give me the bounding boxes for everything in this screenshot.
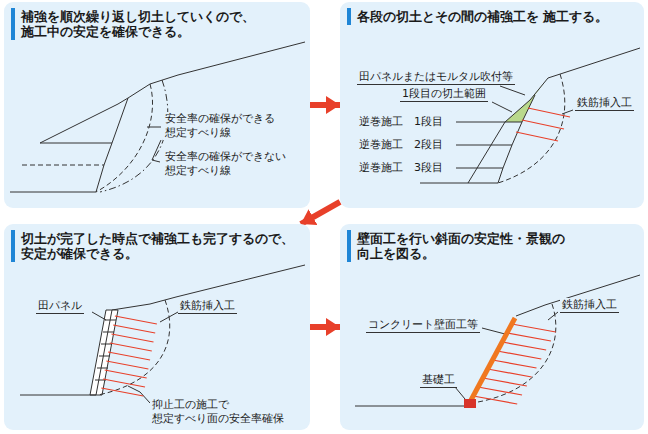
leader-line [548,312,558,320]
rebar [516,132,558,141]
leader-line [152,140,161,162]
tier-line [456,168,503,169]
rebar [111,334,153,342]
flow-arrow [310,324,340,330]
cut-face [96,98,128,192]
rebar [528,108,570,117]
rebar [502,342,546,350]
rebar [106,361,148,369]
annotation-label: 逆巻施工 2段目 [357,138,445,152]
tier-line [420,183,498,184]
ground-line [40,42,305,143]
leader-line [492,102,512,112]
tier-line [20,395,96,396]
annotation-label: 安全率の確保ができない 想定すべり線 [163,150,301,178]
leader-line [455,387,465,399]
panel-heading: 壁面工を行い斜面の安定性・景観の 向上を図る。 [347,230,644,262]
annotation-label: 鉄筋挿入工 [560,298,619,313]
rebar [488,369,532,377]
tier-line [10,192,96,193]
tier-line [355,406,466,407]
tier-line [40,143,112,144]
rebar [507,333,551,341]
annotation-label: 1段目の切土範囲 [400,87,488,102]
ground-line [468,48,640,183]
slip-line-safe [96,84,153,192]
annotation-label: 田パネル [36,299,84,314]
annotation-label: 田パネルまたはモルタル吹付等 [357,70,515,85]
panel-heading: 各段の切土とその間の補強工を 施工する。 [347,8,612,25]
rebar [108,352,150,360]
annotation-label: 鉄筋挿入工 [178,299,237,314]
tier-line [456,145,512,146]
rebar [497,351,541,359]
rebar [115,316,157,324]
slip-line [498,74,565,183]
annotation-label: コンクリート壁面工等 [366,318,480,333]
leader-line [562,110,573,114]
rebar [512,324,556,332]
panel-heading: 切土が完了した時点で補強工も完了するので、 安定が確保できる。 [11,230,310,262]
tier-line [22,165,104,166]
ground-line [516,275,640,316]
annotation-label: 抑止工の施工で 想定すべり面の安全率確保 [150,398,304,426]
slip-line [478,304,556,402]
leader-line [92,312,106,320]
rebar [101,388,143,396]
rebar [473,396,517,404]
rebar [110,343,152,351]
rebar [103,379,145,387]
annotation-label: 逆巻施工 3段目 [357,161,445,175]
leader-line [128,386,150,403]
slip-line-unsafe [100,80,168,192]
annotation-label: 基礎工 [420,373,457,388]
rebar [483,378,527,386]
rebar [493,360,537,368]
leader-line [482,328,505,334]
slip-line [98,300,170,395]
leader-line [160,312,178,322]
tier-line [456,122,522,123]
rebar [113,325,155,333]
annotation-label: 逆巻施工 1段目 [357,115,445,129]
rebar [478,387,522,395]
foundation-block [464,399,476,408]
annotation-label: 鉄筋挿入工 [575,96,634,111]
flow-arrow [310,102,340,108]
rebar [105,370,147,378]
rebar [522,120,564,129]
annotation-label: 安全率の確保ができる 想定すべり線 [163,112,295,140]
leader-line [147,127,161,128]
panel-heading: 補強を順次繰り返し切土していくので、 施工中の安定を確保できる。 [11,8,310,40]
leader-line [500,86,525,95]
